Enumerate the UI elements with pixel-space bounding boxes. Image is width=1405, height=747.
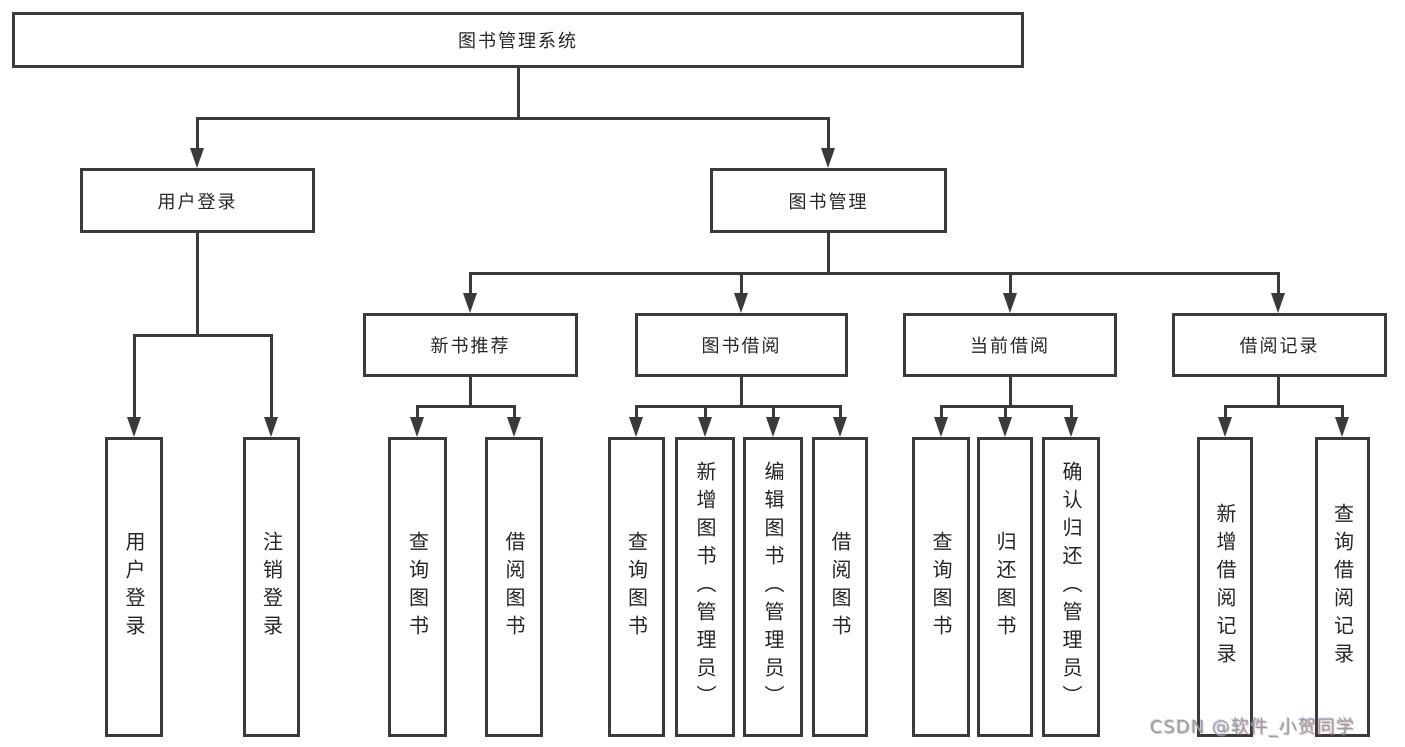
connector-line: [513, 405, 516, 419]
connector-line: [469, 272, 1280, 275]
node-book-management: 图书管理: [710, 168, 947, 233]
connector-line: [196, 117, 829, 120]
leaf-add-books-admin: 新增图书（管理员）: [675, 437, 735, 737]
arrow-down-icon: [264, 417, 278, 437]
csdn-watermark: CSDN @软件_小贺同学: [1150, 717, 1356, 738]
connector-line: [196, 117, 199, 150]
arrow-down-icon: [507, 417, 521, 437]
connector-line: [270, 334, 273, 419]
connector-line: [1277, 375, 1280, 407]
leaf-edit-books-admin: 编辑图书（管理员）: [743, 437, 803, 737]
connector-line: [1277, 272, 1280, 295]
arrow-down-icon: [934, 417, 948, 437]
arrow-down-icon: [127, 417, 141, 437]
arrow-down-icon: [998, 417, 1012, 437]
arrow-down-icon: [190, 148, 204, 168]
node-label: 新增借阅记录: [1213, 503, 1237, 671]
node-label: 编辑图书（管理员）: [761, 461, 785, 713]
node-label: 归还图书: [993, 531, 1017, 643]
arrow-down-icon: [1003, 293, 1017, 313]
leaf-logout: 注销登录: [243, 437, 300, 737]
leaf-query-books-recommend: 查询图书: [388, 437, 447, 737]
node-label: 用户登录: [157, 191, 238, 213]
connector-line: [1009, 272, 1012, 295]
connector-line: [469, 272, 472, 295]
connector-line: [1004, 405, 1007, 419]
connector-line: [416, 405, 516, 408]
arrow-down-icon: [629, 417, 643, 437]
arrow-down-icon: [1271, 293, 1285, 313]
connector-line: [1224, 405, 1227, 419]
leaf-user-login: 用户登录: [105, 437, 163, 737]
node-book-borrowing: 图书借阅: [635, 313, 848, 377]
connector-line: [469, 375, 472, 407]
connector-line: [740, 375, 743, 407]
node-label: 新书推荐: [430, 336, 511, 357]
leaf-query-books-borrowing: 查询图书: [608, 437, 665, 737]
arrow-down-icon: [698, 417, 712, 437]
connector-line: [772, 405, 775, 419]
node-label: 确认归还（管理员）: [1059, 461, 1083, 713]
connector-line: [1070, 405, 1073, 419]
node-label: 查询图书: [624, 531, 649, 643]
arrow-down-icon: [1064, 417, 1078, 437]
connector-line: [517, 68, 520, 119]
leaf-borrow-books-recommend: 借阅图书: [485, 437, 543, 737]
node-label: 图书管理: [788, 191, 869, 213]
node-label: 新增图书（管理员）: [693, 461, 717, 713]
arrow-down-icon: [734, 293, 748, 313]
connector-line: [827, 233, 830, 274]
arrow-down-icon: [410, 417, 424, 437]
connector-line: [704, 405, 707, 419]
connector-line: [940, 405, 943, 419]
arrow-down-icon: [833, 417, 847, 437]
node-label: 查询图书: [929, 531, 953, 643]
connector-line: [196, 233, 199, 336]
leaf-query-borrow-record: 查询借阅记录: [1315, 437, 1370, 737]
connector-line: [1341, 405, 1344, 419]
node-label: 图书借阅: [701, 336, 782, 357]
node-label: 借阅图书: [502, 531, 526, 643]
connector-line: [416, 405, 419, 419]
node-label: 借阅记录: [1239, 336, 1320, 357]
node-label: 注销登录: [259, 531, 284, 643]
node-label: 查询借阅记录: [1330, 503, 1355, 671]
leaf-confirm-return-admin: 确认归还（管理员）: [1042, 437, 1100, 737]
node-root-library-system: 图书管理系统: [12, 12, 1024, 68]
leaf-query-books-current: 查询图书: [912, 437, 970, 737]
node-new-book-recommend: 新书推荐: [363, 313, 578, 377]
node-borrow-records: 借阅记录: [1172, 313, 1387, 377]
connector-line: [1009, 375, 1012, 407]
node-label: 当前借阅: [970, 336, 1050, 357]
arrow-down-icon: [463, 293, 477, 313]
arrow-down-icon: [766, 417, 780, 437]
connector-line: [635, 405, 842, 408]
connector-line: [133, 334, 136, 419]
connector-line: [740, 272, 743, 295]
connector-line: [133, 334, 273, 337]
leaf-return-books: 归还图书: [977, 437, 1033, 737]
node-label: 图书管理系统: [458, 31, 578, 52]
node-label: 用户登录: [122, 531, 146, 643]
leaf-add-borrow-record: 新增借阅记录: [1197, 437, 1253, 737]
arrow-down-icon: [821, 148, 835, 168]
node-label: 查询图书: [405, 531, 430, 643]
connector-line: [827, 117, 830, 150]
connector-line: [635, 405, 638, 419]
node-label: 借阅图书: [828, 531, 852, 643]
arrow-down-icon: [1218, 417, 1232, 437]
connector-line: [839, 405, 842, 419]
node-current-borrowing: 当前借阅: [903, 313, 1117, 377]
leaf-borrow-books: 借阅图书: [812, 437, 868, 737]
arrow-down-icon: [1335, 417, 1349, 437]
connector-line: [1224, 405, 1344, 408]
node-user-login: 用户登录: [80, 168, 315, 233]
